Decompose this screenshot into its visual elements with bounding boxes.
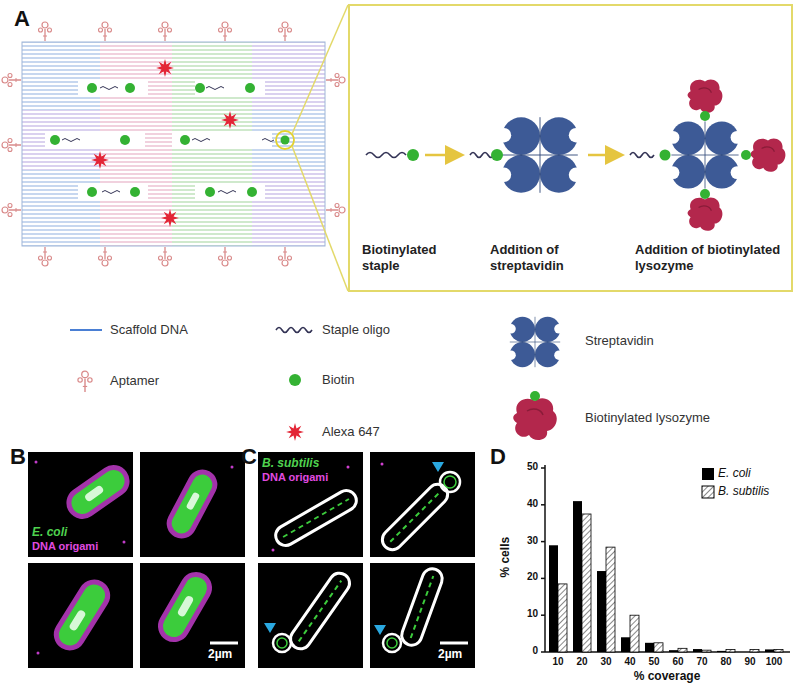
axis-title: % coverage	[607, 669, 727, 683]
bar	[741, 652, 750, 653]
tick-label: 40	[508, 498, 538, 510]
step-caption: Addition of biotinylated lysozyme	[635, 242, 790, 273]
bar	[669, 650, 678, 652]
scale-bar-label: 2µm	[438, 647, 462, 661]
step-caption: Addition of streptavidin	[490, 242, 600, 273]
zoom-callout	[276, 5, 348, 291]
bar	[765, 649, 774, 652]
tick-label: 60	[663, 656, 693, 668]
micrograph-panel: 2µm	[140, 563, 245, 668]
bar-series	[549, 501, 783, 652]
zoom-inset-box: Biotinylated staple Addition of streptavi…	[348, 4, 793, 292]
legend-symbols	[70, 317, 564, 441]
scale-bar-label: 2µm	[208, 647, 232, 661]
channel-label: DNA origami	[32, 540, 98, 553]
bar	[582, 514, 591, 652]
dna-origami	[22, 42, 325, 246]
channel-label: E. coli	[32, 525, 67, 539]
step-caption: Biotinylated staple	[362, 242, 462, 273]
micrograph-panel: B. subtilisDNA origami	[258, 452, 363, 557]
legend-text: E. coli	[718, 466, 751, 480]
legend-text: Aptamer	[110, 373, 159, 389]
tick-label: 10	[543, 656, 573, 668]
legend-text: Alexa 647	[322, 424, 380, 440]
micrograph-panel: 2µm	[370, 563, 475, 668]
bar	[726, 649, 735, 652]
tick-label: 70	[687, 656, 717, 668]
bar	[573, 501, 582, 652]
bar	[693, 649, 702, 652]
bar	[750, 649, 759, 652]
tick-label: 80	[711, 656, 741, 668]
bar	[606, 547, 615, 652]
bar	[630, 615, 639, 652]
panel-letter: B	[10, 444, 26, 470]
tick-label: 20	[567, 656, 597, 668]
bar	[597, 571, 606, 652]
micrograph-ecoli	[28, 452, 245, 668]
bar	[645, 643, 654, 652]
channel-label: B. subtilis	[262, 456, 319, 470]
tick-label: 50	[508, 461, 538, 473]
legend-hatch	[702, 486, 714, 498]
tick-label: 90	[735, 656, 765, 668]
bar	[678, 648, 687, 652]
panel-letter: C	[241, 444, 257, 470]
bar	[621, 637, 630, 652]
micrograph-panel: E. coliDNA origami	[28, 452, 133, 557]
tick-label: 10	[508, 608, 538, 620]
legend-text: B. subtilis	[718, 484, 769, 498]
legend-text: Scaffold DNA	[110, 322, 188, 338]
legend-text: Biotin	[322, 372, 355, 388]
panel-letter: D	[490, 444, 506, 470]
panel-letter: A	[14, 6, 30, 32]
tick-label: 0	[508, 645, 538, 657]
tick-label: 40	[615, 656, 645, 668]
bar	[702, 650, 711, 652]
tick-label: 20	[508, 571, 538, 583]
bar	[654, 643, 663, 652]
tick-label: 100	[759, 656, 789, 668]
channel-label: DNA origami	[262, 471, 328, 484]
micrograph-bsubtilis	[258, 452, 475, 668]
bar	[558, 584, 567, 652]
inset-illustration	[366, 79, 785, 230]
legend-text: Staple oligo	[322, 322, 390, 338]
axis-title: % cells	[498, 527, 512, 587]
legend-swatch	[702, 468, 714, 480]
legend-text: Biotinylated lysozyme	[585, 410, 710, 426]
bar	[774, 649, 783, 652]
legend-text: Streptavidin	[585, 333, 654, 349]
aptamers	[2, 22, 345, 266]
tick-label: 30	[591, 656, 621, 668]
bar	[717, 651, 726, 652]
tick-label: 50	[639, 656, 669, 668]
bar	[549, 545, 558, 652]
bar-chart-axes	[541, 465, 790, 652]
tick-label: 30	[508, 535, 538, 547]
